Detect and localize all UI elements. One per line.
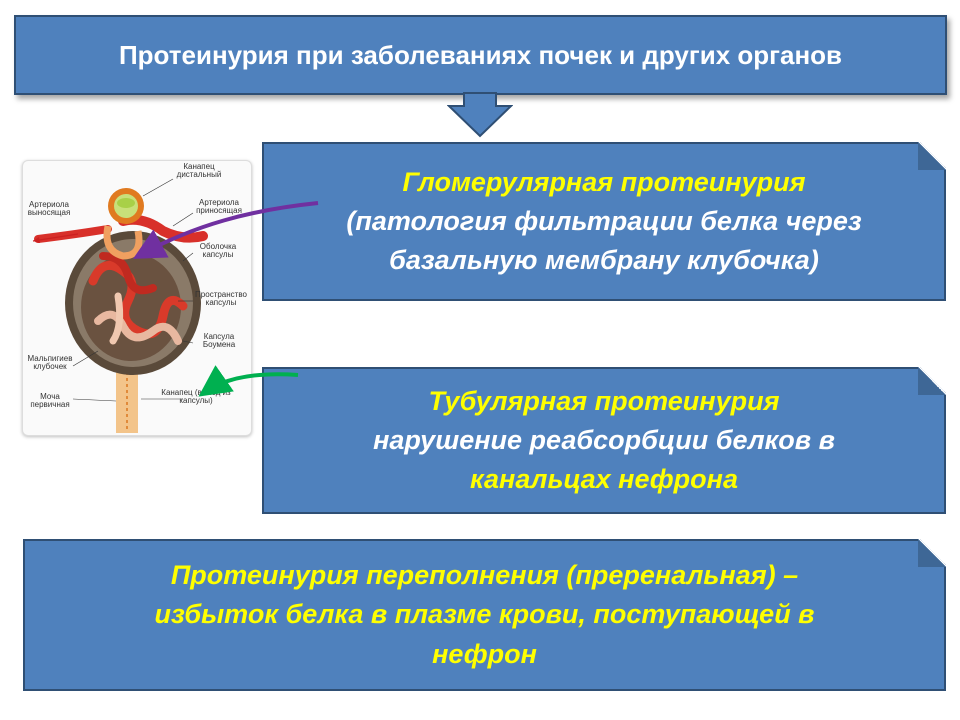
- tubular-heading: Тубулярная протеинурия: [428, 385, 780, 416]
- prerenal-proteinuria-box: Протеинурия переполнения (преренальная) …: [23, 539, 946, 691]
- label-efferent-arteriole: Артериола выносящая: [27, 200, 71, 218]
- tubular-line-2: нарушение реабсорбции белков в: [373, 424, 835, 455]
- prerenal-line-1: Протеинурия переполнения (преренальная) …: [170, 560, 799, 591]
- glomerular-heading: Гломерулярная протеинурия: [402, 166, 806, 197]
- prerenal-line-2: избыток белка в плазме крови, поступающе…: [154, 599, 815, 630]
- glomerular-proteinuria-box: Гломерулярная протеинурия (патология фил…: [262, 142, 946, 301]
- prerenal-line-3: нефрон: [432, 638, 537, 669]
- page-title: Протеинурия при заболеваниях почек и дру…: [118, 39, 843, 70]
- label-capsule-shell: Оболочка капсулы: [199, 242, 237, 260]
- label-tubule-exit: Канапец (выход из капсулы): [161, 388, 231, 406]
- tubular-line-3: канальцах нефрона: [470, 464, 738, 495]
- label-bowman-capsule: Капсула Боумена: [202, 332, 236, 350]
- glomerular-line-3: базальную мембрану клубочка): [389, 245, 819, 276]
- label-capsule-space: Пространство капсулы: [195, 290, 247, 308]
- label-primary-urine: Моча первичная: [30, 392, 70, 410]
- label-afferent-arteriole: Артериола приносящая: [196, 198, 242, 216]
- label-malpighian-glomerulus: Мальпигиев клубочек: [27, 354, 73, 372]
- down-arrow-icon: [447, 92, 513, 138]
- glomerular-line-2: (патология фильтрации белка через: [346, 205, 862, 236]
- nephron-diagram: Канапец дистальный Артериола выносящая А…: [22, 160, 252, 436]
- label-distal-tubule: Канапец дистальный: [176, 162, 222, 180]
- nephron-illustration: [32, 178, 208, 433]
- title-box: Протеинурия при заболеваниях почек и дру…: [14, 15, 947, 95]
- tubular-proteinuria-box: Тубулярная протеинурия нарушение реабсор…: [262, 367, 946, 514]
